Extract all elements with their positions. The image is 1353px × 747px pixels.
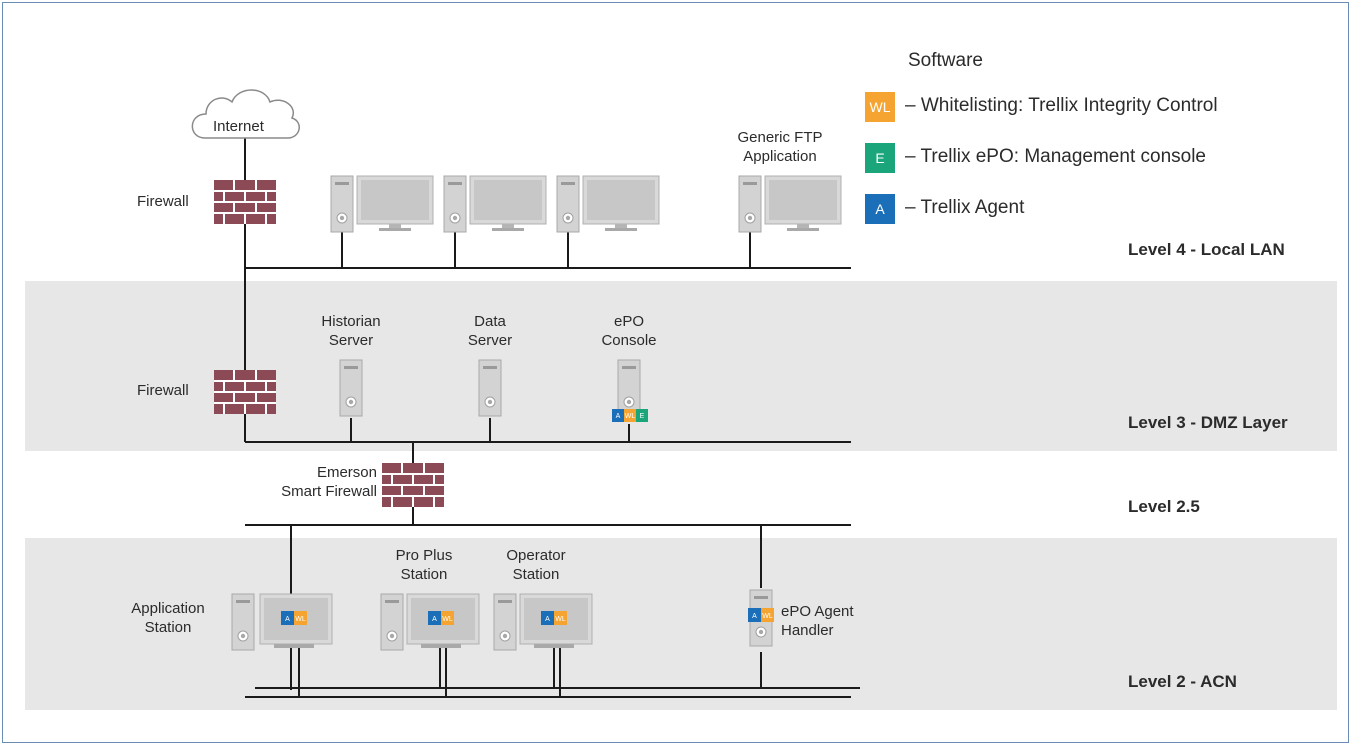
- epo-badge-icon: [636, 409, 648, 422]
- level4-workstation-3: [556, 175, 660, 233]
- legend-text: – Trellix ePO: Management console: [905, 146, 1206, 167]
- data-server-icon: [478, 359, 502, 417]
- badge-a: A: [752, 613, 757, 620]
- badge-a: A: [616, 413, 621, 420]
- badge-a: A: [432, 616, 437, 623]
- level3-label: Level 3 - DMZ Layer: [1128, 413, 1288, 432]
- firewall-dmz-icon: [213, 369, 277, 415]
- legend-text: – Trellix Agent: [905, 197, 1025, 218]
- legend-title: Software: [908, 50, 983, 71]
- application-station-badges: A WL: [281, 611, 307, 625]
- firewall-dmz-label: Firewall: [137, 382, 189, 399]
- network-lines: [244, 138, 860, 698]
- badge-wl: WL: [555, 616, 566, 623]
- badge-e: E: [640, 413, 645, 420]
- operator-station-badges: A WL: [541, 611, 567, 625]
- badge-wl: WL: [295, 616, 306, 623]
- whitelist-badge-icon: [624, 409, 636, 422]
- badge-wl: WL: [762, 613, 773, 620]
- whitelist-swatch-icon: WL: [865, 92, 895, 122]
- pro-plus-station-badges: A WL: [428, 611, 454, 625]
- agent-badge-icon: [612, 409, 624, 422]
- badge-wl: WL: [442, 616, 453, 623]
- level4-workstation-2: [443, 175, 547, 233]
- firewall-top-icon: [213, 179, 277, 225]
- level4-label: Level 4 - Local LAN: [1128, 240, 1285, 259]
- internet-cloud-icon: [191, 89, 300, 139]
- historian-server-icon: [339, 359, 363, 417]
- agent-swatch-icon: A: [865, 194, 895, 224]
- level3-band: [25, 281, 1337, 451]
- badge-wl: WL: [625, 413, 636, 420]
- level25-label: Level 2.5: [1128, 497, 1200, 516]
- epo-agent-handler-badges: A WL: [748, 608, 774, 622]
- badge-a: A: [545, 616, 550, 623]
- epo-swatch-icon: E: [865, 143, 895, 173]
- epo-console-server-icon: [617, 359, 641, 417]
- level2-label: Level 2 - ACN: [1128, 672, 1237, 691]
- internet-label: Internet: [213, 118, 264, 135]
- level4-workstation-1: [330, 175, 434, 233]
- generic-ftp-workstation: [738, 175, 842, 233]
- epo-console-badges: A WL E: [612, 409, 648, 422]
- legend-text: – Whitelisting: Trellix Integrity Contro…: [905, 95, 1218, 116]
- emerson-firewall-icon: [381, 462, 445, 508]
- badge-a: A: [285, 616, 290, 623]
- operator-station: [493, 593, 593, 651]
- firewall-top-label: Firewall: [137, 193, 189, 210]
